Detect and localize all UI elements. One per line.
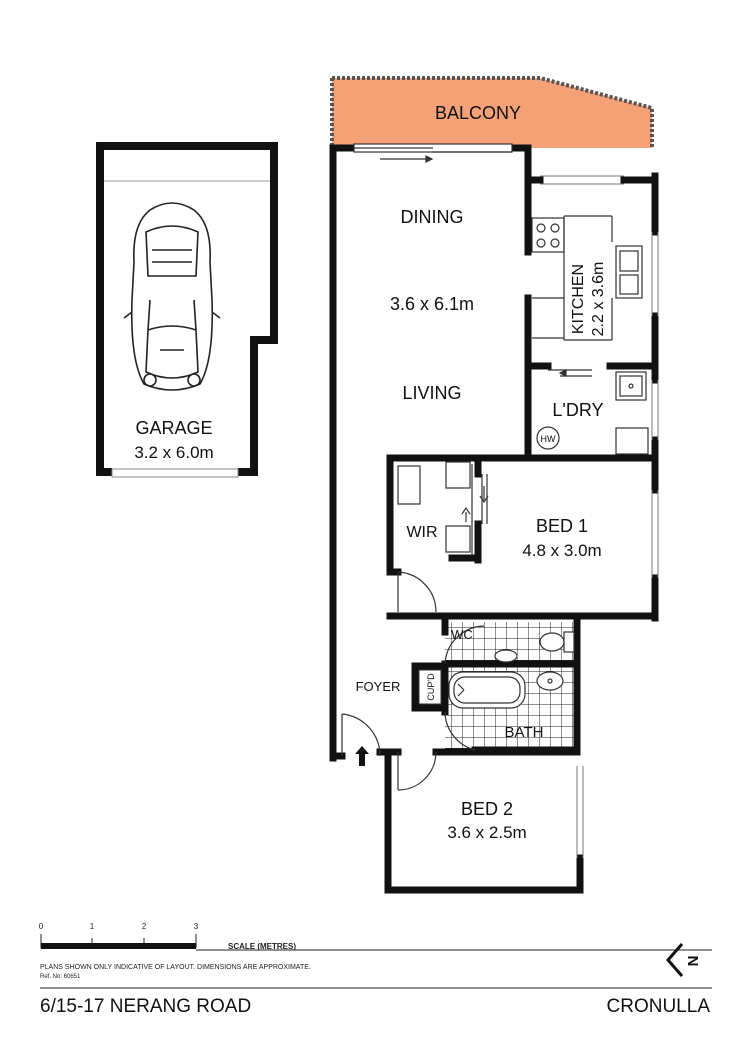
garage-size: 3.2 x 6.0m — [134, 443, 213, 462]
property-suburb: CRONULLA — [606, 996, 710, 1017]
bed2-door — [397, 751, 437, 791]
foyer-label: FOYER — [356, 679, 401, 694]
bath-fixtures — [444, 671, 564, 751]
north-compass-icon: N — [666, 943, 702, 977]
bath-label: BATH — [505, 724, 544, 741]
living-dining-size: 3.6 x 6.1m — [390, 294, 474, 314]
dining-label: DINING — [401, 207, 464, 227]
scale-tick-1: 1 — [90, 922, 95, 931]
wc-label: WC — [451, 627, 473, 642]
laundry-label: L'DRY — [552, 400, 603, 420]
scale-bar: 0 1 2 3 SCALE (METRES) PLANS SHOWN ONLY … — [39, 922, 712, 980]
scale-label: SCALE (METRES) — [228, 942, 296, 951]
scale-tick-3: 3 — [194, 922, 199, 931]
car-icon — [123, 202, 221, 391]
wc-door — [444, 625, 485, 665]
balcony-label: BALCONY — [435, 103, 521, 123]
entry-arrow-icon — [355, 746, 369, 766]
wir-fixtures — [397, 461, 489, 613]
wir-label: WIR — [406, 524, 437, 541]
hot-water-label: HW — [541, 434, 556, 444]
scale-tick-2: 2 — [142, 922, 147, 931]
garage — [96, 142, 278, 478]
living-label: LIVING — [402, 383, 461, 403]
balcony-sliding-door — [353, 143, 513, 163]
kitchen-size: 2.2 x 3.6m — [590, 262, 607, 337]
kitchen-fixtures — [531, 215, 643, 341]
cupboard-label: CUP'D — [426, 673, 436, 701]
bed2-size: 3.6 x 2.5m — [447, 823, 526, 842]
walls — [329, 144, 659, 894]
reference-number: Ref. No: 60651 — [40, 974, 81, 980]
property-address: 6/15-17 NERANG ROAD — [40, 996, 252, 1017]
entry-door — [341, 713, 381, 757]
wc-fixtures — [494, 631, 575, 663]
bed2-label: BED 2 — [461, 799, 513, 819]
bed1-label: BED 1 — [536, 516, 588, 536]
compass-letter: N — [685, 956, 702, 967]
bed1-size: 4.8 x 3.0m — [522, 541, 601, 560]
kitchen-label: KITCHEN — [570, 264, 587, 334]
laundry-fixtures — [536, 369, 649, 455]
scale-tick-0: 0 — [39, 922, 44, 931]
windows — [540, 175, 659, 858]
garage-label: GARAGE — [135, 418, 212, 438]
disclaimer: PLANS SHOWN ONLY INDICATIVE OF LAYOUT. D… — [40, 964, 311, 971]
